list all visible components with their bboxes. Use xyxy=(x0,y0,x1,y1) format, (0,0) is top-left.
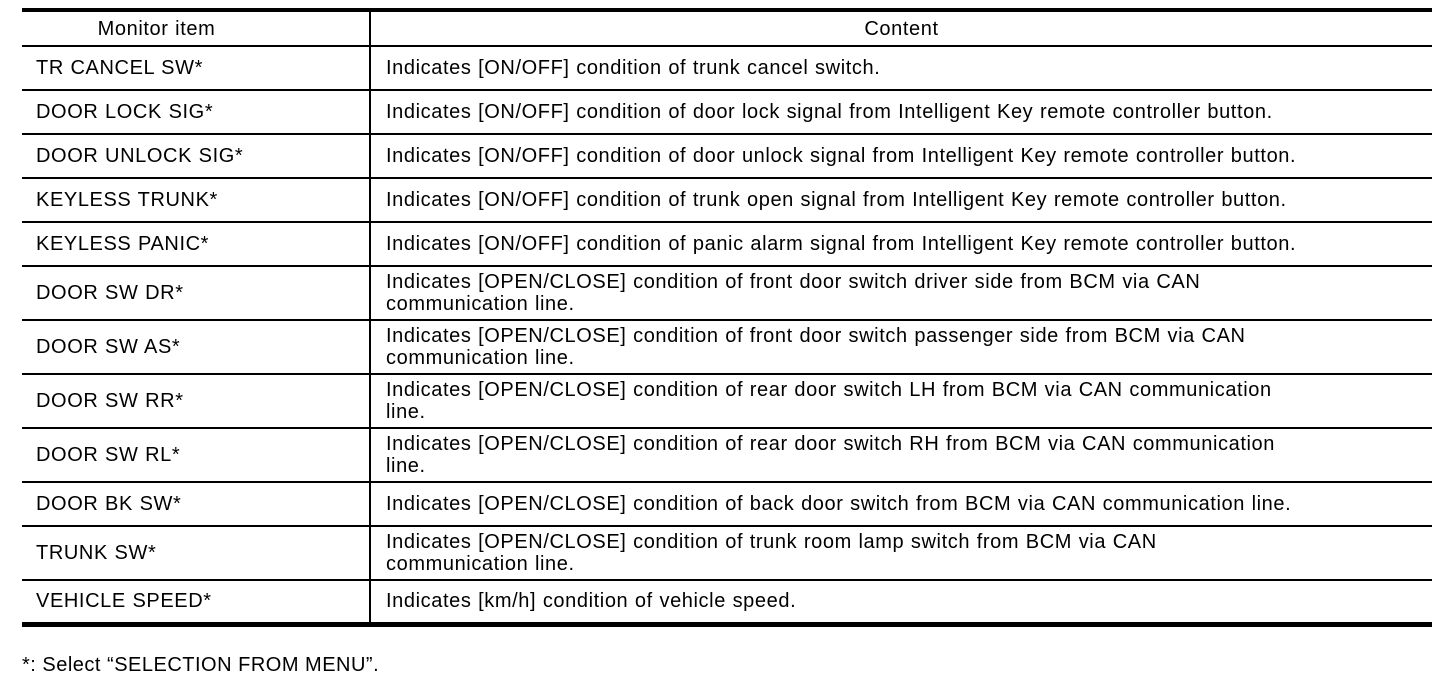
content-cell: Indicates [OPEN/CLOSE] condition of rear… xyxy=(370,428,1432,483)
monitor-item-cell: DOOR SW RL* xyxy=(22,428,371,483)
table-row: TR CANCEL SW* Indicates [ON/OFF] conditi… xyxy=(22,46,1432,91)
content-cell: Indicates [km/h] condition of vehicle sp… xyxy=(370,580,1432,625)
table-row: KEYLESS PANIC* Indicates [ON/OFF] condit… xyxy=(22,222,1432,267)
column-header-content: Content xyxy=(370,10,1432,47)
monitor-item-cell: TR CANCEL SW* xyxy=(22,46,371,91)
table-row: DOOR BK SW* Indicates [OPEN/CLOSE] condi… xyxy=(22,482,1432,527)
monitor-item-cell: KEYLESS PANIC* xyxy=(22,222,371,267)
content-cell: Indicates [OPEN/CLOSE] condition of rear… xyxy=(370,374,1432,429)
monitor-item-cell: DOOR SW RR* xyxy=(22,374,371,429)
table-row: VEHICLE SPEED* Indicates [km/h] conditio… xyxy=(22,580,1432,625)
monitor-item-cell: DOOR UNLOCK SIG* xyxy=(22,134,371,179)
content-cell: Indicates [ON/OFF] condition of door unl… xyxy=(370,134,1432,179)
table-row: TRUNK SW* Indicates [OPEN/CLOSE] conditi… xyxy=(22,526,1432,581)
content-cell: Indicates [OPEN/CLOSE] condition of fron… xyxy=(370,266,1432,321)
monitor-item-cell: DOOR SW DR* xyxy=(22,266,371,321)
monitor-item-table: Monitor item Content TR CANCEL SW* Indic… xyxy=(22,8,1432,627)
monitor-item-cell: DOOR SW AS* xyxy=(22,320,371,375)
table-row: DOOR SW RR* Indicates [OPEN/CLOSE] condi… xyxy=(22,374,1432,429)
table-row: DOOR SW RL* Indicates [OPEN/CLOSE] condi… xyxy=(22,428,1432,483)
monitor-item-cell: DOOR BK SW* xyxy=(22,482,371,527)
table-row: DOOR SW DR* Indicates [OPEN/CLOSE] condi… xyxy=(22,266,1432,321)
content-cell: Indicates [OPEN/CLOSE] condition of back… xyxy=(370,482,1432,527)
table-row: DOOR UNLOCK SIG* Indicates [ON/OFF] cond… xyxy=(22,134,1432,179)
table-row: DOOR LOCK SIG* Indicates [ON/OFF] condit… xyxy=(22,90,1432,135)
content-cell: Indicates [ON/OFF] condition of door loc… xyxy=(370,90,1432,135)
footnote: *: Select “SELECTION FROM MENU”. xyxy=(22,654,380,676)
table-row: DOOR SW AS* Indicates [OPEN/CLOSE] condi… xyxy=(22,320,1432,375)
monitor-item-cell: DOOR LOCK SIG* xyxy=(22,90,371,135)
table-body: TR CANCEL SW* Indicates [ON/OFF] conditi… xyxy=(22,46,1432,625)
content-cell: Indicates [ON/OFF] condition of trunk op… xyxy=(370,178,1432,223)
table-row: KEYLESS TRUNK* Indicates [ON/OFF] condit… xyxy=(22,178,1432,223)
content-cell: Indicates [ON/OFF] condition of trunk ca… xyxy=(370,46,1432,91)
monitor-item-cell: VEHICLE SPEED* xyxy=(22,580,371,625)
content-cell: Indicates [OPEN/CLOSE] condition of trun… xyxy=(370,526,1432,581)
table-header-row: Monitor item Content xyxy=(22,10,1432,47)
monitor-item-cell: TRUNK SW* xyxy=(22,526,371,581)
content-cell: Indicates [ON/OFF] condition of panic al… xyxy=(370,222,1432,267)
column-header-monitor-item: Monitor item xyxy=(22,10,371,47)
content-cell: Indicates [OPEN/CLOSE] condition of fron… xyxy=(370,320,1432,375)
monitor-item-cell: KEYLESS TRUNK* xyxy=(22,178,371,223)
